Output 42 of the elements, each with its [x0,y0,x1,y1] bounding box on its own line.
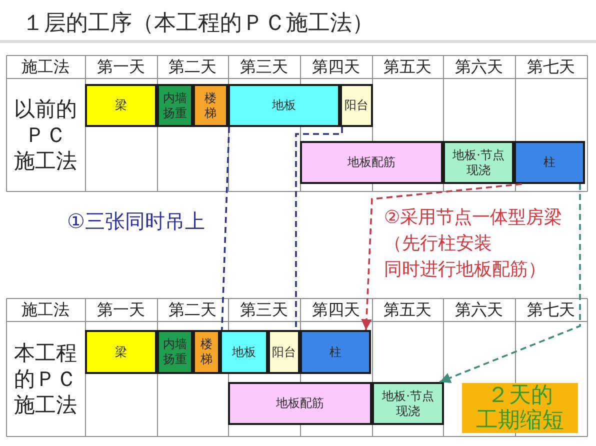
task-bar: 地板配筋 [228,382,372,425]
task-bar: 楼梯 [193,84,228,127]
dashed-arrow [439,184,581,383]
column-header: 第七天 [527,56,575,76]
task-bar: 地板 [220,330,268,374]
column-header: 施工法 [22,56,70,76]
task-bar: 内墙扬重 [157,330,193,374]
note-text: ①三张同时吊上 [67,209,205,233]
task-bar: 柱 [300,330,371,374]
column-header: 第四天 [312,56,360,76]
column-header: 第七天 [527,300,575,320]
column-header: 第三天 [240,300,288,320]
column-header: 第二天 [168,56,216,76]
column-header: 第六天 [455,300,503,320]
dashed-line [295,127,343,330]
task-bar: 阳台 [340,84,373,127]
task-bar: 阳台 [268,330,300,374]
task-bar: 梁 [85,84,157,127]
task-bar: 地板·节点现浇 [372,382,444,425]
task-bar: 地板配筋 [300,141,443,184]
dashed-arrow [361,183,522,330]
column-header: 第六天 [455,56,503,76]
column-header: 第二天 [168,300,216,320]
column-header: 第四天 [312,300,360,320]
column-header: 第三天 [240,56,288,76]
dashed-line [221,126,230,330]
summary-callout: ２天的工期缩短 [462,383,578,433]
task-bar: 内墙扬重 [157,84,193,127]
task-bar: 楼梯 [193,330,220,374]
column-header: 第一天 [97,300,145,320]
column-header: 第五天 [384,300,432,320]
column-header: 施工法 [22,300,70,320]
note-text: ②采用节点一体型房梁（先行柱安装同时进行地板配筋） [384,206,562,282]
row-header: 本工程的ＰＣ施工法 [14,340,77,418]
task-bar: 地板 [228,84,340,127]
task-bar: 梁 [85,330,157,374]
task-bar: 地板·节点现浇 [443,141,514,184]
row-header: 以前的ＰＣ施工法 [14,96,77,174]
column-header: 第一天 [97,56,145,76]
column-header: 第五天 [384,56,432,76]
task-bar: 柱 [514,141,585,184]
title: １层的工序（本工程的ＰＣ施工法） [22,10,374,38]
